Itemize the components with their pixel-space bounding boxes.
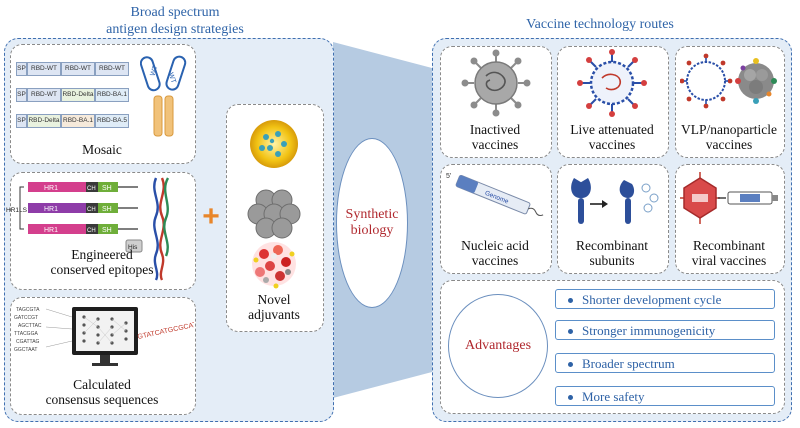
synthetic-biology-label: Synthetic biology <box>336 207 408 239</box>
vaccine-label-line2: subunits <box>589 253 635 268</box>
vaccine-label-line1: Nucleic acid <box>461 238 529 253</box>
mosaic-segment: RBD-BA.1 <box>61 114 95 128</box>
vaccine-label-line1: Recombinant <box>693 238 765 253</box>
vaccine-label-recombinant-viral: Recombinant viral vaccines <box>675 238 783 268</box>
ch-label: CH <box>87 207 96 213</box>
consensus-label-line2: consensus sequences <box>45 392 159 407</box>
mosaic-label: Mosaic <box>82 142 122 157</box>
hr1ls-label: HR1LS <box>6 207 27 214</box>
advantage-text: Broader spectrum <box>582 356 675 371</box>
svg-text:CGATTAG: CGATTAG <box>16 339 40 345</box>
advantages-circle <box>448 294 548 398</box>
epitopes-label-line1: Engineered <box>71 247 133 262</box>
svg-text:5': 5' <box>446 173 451 180</box>
vaccine-label-line1: Inactived <box>469 122 521 137</box>
bullet-dot <box>568 361 573 367</box>
adjuvants-label-line2: adjuvants <box>248 307 300 322</box>
ch-label: CH <box>87 186 96 192</box>
epitopes-label-line2: conserved epitopes <box>50 262 154 277</box>
advantage-text: Stronger immunogenicity <box>582 323 716 338</box>
svg-text:TTACGGA: TTACGGA <box>14 331 38 337</box>
svg-text:AGCTTAC: AGCTTAC <box>18 323 42 329</box>
sh-label: SH <box>102 185 112 192</box>
left-title-line1: Broad spectrum <box>130 5 220 20</box>
synthetic-biology-ellipse <box>336 138 408 308</box>
mosaic-segment: RBD-WT <box>95 62 129 76</box>
mosaic-segment: RBD-BA.1 <box>95 88 129 102</box>
mosaic-segment: RBD-Delta <box>61 88 95 102</box>
mosaic-segment: RBD-WT <box>27 88 61 102</box>
hr1-label: HR1 <box>44 185 58 192</box>
advantage-item: Shorter development cycle <box>555 289 775 309</box>
mosaic-sp: SP <box>16 62 27 76</box>
recombinant-subunit-icon <box>571 178 659 224</box>
advantage-item: More safety <box>555 386 775 406</box>
antibody-label-left: WT <box>150 64 160 77</box>
consensus-sequence-text: GTATCATGCGCAT <box>137 321 194 341</box>
svg-text:GATCCGT: GATCCGT <box>14 315 38 321</box>
vaccine-card-vlp <box>675 46 785 158</box>
ch-label: CH <box>87 228 96 234</box>
plus-sign: + <box>202 200 220 233</box>
vlp-nanoparticle-icon <box>680 53 777 109</box>
vaccine-label-line2: vaccines <box>471 137 519 152</box>
vaccine-label-line2: vaccines <box>705 137 753 152</box>
vaccine-label-line2: vaccines <box>588 137 636 152</box>
adjuvant-particles <box>247 120 301 289</box>
left-panel-title: Broad spectrum antigen design strategies <box>60 4 290 38</box>
vaccine-label-vlp: VLP/nanoparticle vaccines <box>675 122 783 152</box>
mosaic-sp: SP <box>16 88 27 102</box>
epitopes-label: Engineered conserved epitopes <box>10 247 194 277</box>
vaccine-label-live-attenuated: Live attenuated vaccines <box>557 122 667 152</box>
his-tag-label: His <box>128 244 138 251</box>
vaccine-label-line2: viral vaccines <box>691 253 767 268</box>
mosaic-segment: RBD-WT <box>61 62 95 76</box>
consensus-illustration: TAGCGTA GATCCGT AGCTTAC TTACGGA CGATTAG GGCT… <box>14 307 194 366</box>
synthetic-biology-line1: Synthetic <box>345 207 399 222</box>
vaccine-label-line1: VLP/nanoparticle <box>681 122 777 137</box>
synthetic-biology-line2: biology <box>350 223 394 238</box>
adjuvants-label-line1: Novel <box>257 292 291 307</box>
advantage-item: Broader spectrum <box>555 353 775 373</box>
svg-text:TAGCGTA: TAGCGTA <box>16 307 40 313</box>
advantages-label: Advantages <box>464 338 532 353</box>
vaccine-label-nucleic-acid: Nucleic acid vaccines <box>440 238 550 268</box>
sh-label: SH <box>102 206 112 213</box>
vaccine-label-recombinant-subunit: Recombinant subunits <box>557 238 667 268</box>
live-attenuated-virus-icon <box>577 49 647 117</box>
vaccine-label-line2: vaccines <box>471 253 519 268</box>
sh-label: SH <box>102 227 112 234</box>
vaccine-label-line1: Recombinant <box>576 238 648 253</box>
nucleic-acid-icon: 5' Genome <box>446 173 544 217</box>
mosaic-sp: SP <box>16 114 27 128</box>
vaccine-label-inactivated: Inactived vaccines <box>440 122 550 152</box>
adjuvants-label: Novel adjuvants <box>226 292 322 322</box>
vaccine-label-line1: Live attenuated <box>570 122 654 137</box>
antibody-label-right: WT <box>167 72 177 85</box>
hr1-label: HR1 <box>44 227 58 234</box>
bullet-dot <box>568 394 573 400</box>
epitope-constructs-illustration: HR1 HR1 HR1 CH CH CH SH SH SH His <box>19 177 170 281</box>
antibody-icon: WT WT <box>140 55 187 137</box>
mosaic-segment: RBD-WT <box>27 62 61 76</box>
consensus-label-line1: Calculated <box>73 377 131 392</box>
hr1-label: HR1 <box>44 206 58 213</box>
bullet-dot <box>568 297 573 303</box>
svg-text:GGCTAAT: GGCTAAT <box>14 347 37 353</box>
mosaic-segment: RBD-BA.5 <box>95 114 129 128</box>
consensus-label: Calculated consensus sequences <box>10 377 194 407</box>
advantage-item: Stronger immunogenicity <box>555 320 775 340</box>
inactivated-virus-icon <box>461 49 531 117</box>
recombinant-viral-icon <box>680 172 778 224</box>
advantage-text: Shorter development cycle <box>582 292 722 307</box>
left-title-line2: antigen design strategies <box>106 22 244 37</box>
bullet-dot <box>568 328 573 334</box>
advantage-text: More safety <box>582 389 645 404</box>
right-panel-title: Vaccine technology routes <box>526 17 674 32</box>
mosaic-segment: RBD-Delta <box>27 114 61 128</box>
